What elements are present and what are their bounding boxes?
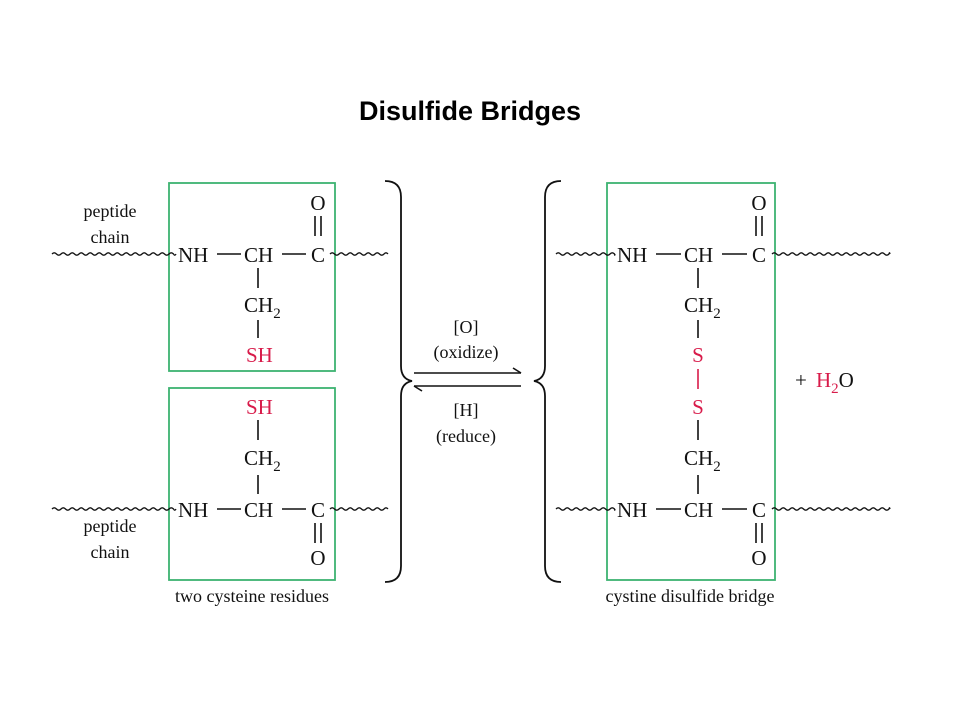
right-caption: cystine disulfide bridge — [606, 586, 775, 606]
peptide-label-top-2: chain — [91, 227, 130, 247]
cystine-ch-bottom: CH — [684, 498, 713, 522]
cysteine-top: peptide chain O NH CH C CH2 SH — [51, 182, 389, 372]
peptide-wave-right-top-left — [555, 252, 616, 256]
carbon-bottom: C — [311, 498, 325, 522]
sh-bottom: SH — [246, 395, 273, 419]
ch-top: CH — [244, 243, 273, 267]
forward-reagent: [O] — [454, 317, 479, 337]
forward-arrowhead — [512, 367, 522, 374]
peptide-wave-right-bottom-left — [555, 507, 616, 511]
cystine-carbonyl-o-bottom: O — [751, 546, 766, 570]
cystine-carbon-top: C — [752, 243, 766, 267]
ch-bottom: CH — [244, 498, 273, 522]
sulfur-top: S — [692, 343, 704, 367]
nh-top: NH — [178, 243, 208, 267]
cystine-nh-top: NH — [617, 243, 647, 267]
peptide-label-top-1: peptide — [84, 201, 137, 221]
peptide-wave-right-top-right — [771, 252, 891, 256]
forward-label: (oxidize) — [434, 342, 499, 363]
water-product: + H2O — [795, 368, 854, 397]
peptide-label-bottom-1: peptide — [84, 516, 137, 536]
right-group-brace — [533, 180, 562, 583]
cystine: O NH CH C CH2 S S CH2 NH CH C O — [555, 182, 891, 581]
cystine-box — [606, 182, 776, 581]
reverse-arrowhead — [413, 385, 423, 392]
reaction-arrows: [O] (oxidize) [H] (reduce) — [413, 317, 522, 447]
slide-title: Disulfide Bridges — [358, 96, 582, 126]
water-formula: H2O — [816, 368, 854, 397]
ch2-top: CH2 — [244, 293, 281, 322]
cystine-nh-bottom: NH — [617, 498, 647, 522]
nh-bottom: NH — [178, 498, 208, 522]
sulfur-bottom: S — [692, 395, 704, 419]
ch2-bottom: CH2 — [244, 446, 281, 475]
peptide-wave-bottom-left — [51, 507, 177, 511]
carbonyl-o-bottom: O — [310, 546, 325, 570]
sh-top: SH — [246, 343, 273, 367]
reverse-reagent: [H] — [454, 400, 479, 420]
cystine-ch2-top: CH2 — [684, 293, 721, 322]
peptide-wave-top-left — [51, 252, 177, 256]
cystine-carbon-bottom: C — [752, 498, 766, 522]
cystine-ch-top: CH — [684, 243, 713, 267]
peptide-wave-right-bottom-right — [771, 507, 891, 511]
left-caption: two cysteine residues — [175, 586, 329, 606]
peptide-wave-top-right — [329, 252, 389, 256]
peptide-wave-bottom-right — [329, 507, 389, 511]
cystine-ch2-bottom: CH2 — [684, 446, 721, 475]
carbonyl-o-top: O — [310, 191, 325, 215]
cysteine-top-box — [168, 182, 336, 372]
carbon-top: C — [311, 243, 325, 267]
cysteine-bottom: peptide chain SH CH2 NH CH C O — [51, 387, 389, 581]
plus-sign: + — [795, 368, 807, 392]
cystine-carbonyl-o-top: O — [751, 191, 766, 215]
peptide-label-bottom-2: chain — [91, 542, 130, 562]
cysteine-bottom-box — [168, 387, 336, 581]
reverse-label: (reduce) — [436, 426, 496, 447]
left-group-brace — [384, 180, 413, 583]
